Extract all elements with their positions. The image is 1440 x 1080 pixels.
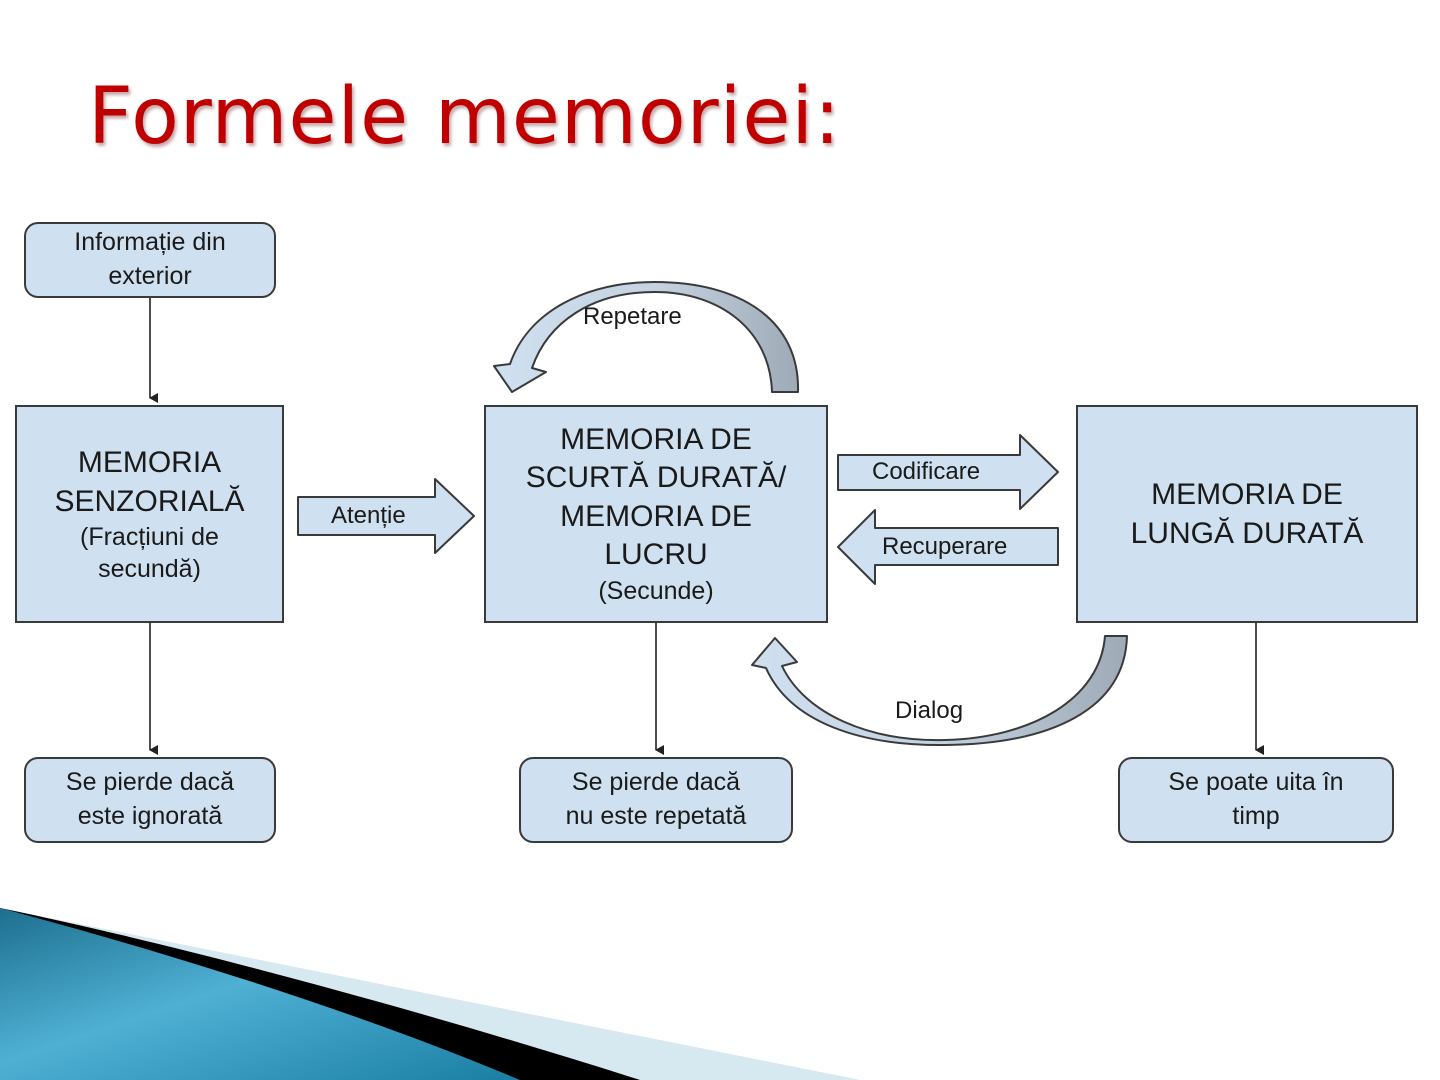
long-term-outcome-box: Se poate uita în timp — [1118, 757, 1394, 843]
short-term-outcome-line2: nu este repetată — [565, 802, 747, 830]
rehearsal-label: Repetare — [583, 303, 682, 330]
short-term-duration: (Secunde) — [598, 576, 714, 605]
short-term-outcome-box: Se pierde dacă nu este repetată — [519, 757, 793, 843]
retrieval-arrow-icon — [837, 509, 1059, 585]
long-term-outcome-line2: timp — [1232, 802, 1280, 830]
encoding-arrow-icon — [837, 434, 1059, 510]
input-box: Informație din exterior — [24, 222, 276, 298]
short-term-memory-box: MEMORIA DE SCURTĂ DURATĂ/ MEMORIA DE LUC… — [484, 405, 828, 623]
sensory-outcome-line1: Se pierde dacă — [65, 768, 235, 797]
short-term-title-line1: MEMORIA DE — [560, 422, 752, 456]
sensory-duration-line1: (Fracțiuni de — [80, 522, 219, 551]
encoding-label: Codificare — [872, 458, 981, 485]
short-term-title-line4: LUCRU — [604, 538, 708, 572]
footer-swoosh-decoration — [0, 908, 860, 1080]
sensory-outcome-box: Se pierde dacă este ignorată — [24, 757, 276, 843]
attention-arrow-icon — [297, 478, 475, 554]
short-term-title-line2: SCURTĂ DURATĂ/ — [525, 461, 787, 495]
sensory-memory-box: MEMORIA SENZORIALĂ (Fracțiuni de secundă… — [15, 405, 284, 623]
dialog-curved-arrow-icon — [751, 635, 1128, 747]
input-label-line2: exterior — [108, 262, 192, 290]
slide-title: Formele memoriei: — [88, 72, 842, 162]
long-term-outcome-line1: Se poate uita în — [1168, 768, 1344, 797]
retrieval-label: Recuperare — [882, 533, 1008, 560]
sensory-duration-line2: secundă) — [98, 555, 201, 583]
dialog-label: Dialog — [895, 697, 964, 724]
sensory-outcome-line2: este ignorată — [77, 802, 223, 830]
short-term-outcome-line1: Se pierde dacă — [571, 768, 741, 797]
long-term-memory-box: MEMORIA DE LUNGĂ DURATĂ — [1076, 405, 1418, 623]
attention-label: Atenție — [331, 502, 406, 529]
input-label-line1: Informație din — [74, 228, 226, 257]
long-term-title-line2: LUNGĂ DURATĂ — [1130, 517, 1364, 550]
short-term-title-line3: MEMORIA DE — [560, 499, 752, 533]
sensory-title-line2: SENZORIALĂ — [54, 484, 245, 518]
rehearsal-curved-arrow-icon — [493, 281, 800, 393]
long-term-title-line1: MEMORIA DE — [1151, 478, 1343, 511]
sensory-title-line1: MEMORIA — [77, 445, 222, 479]
